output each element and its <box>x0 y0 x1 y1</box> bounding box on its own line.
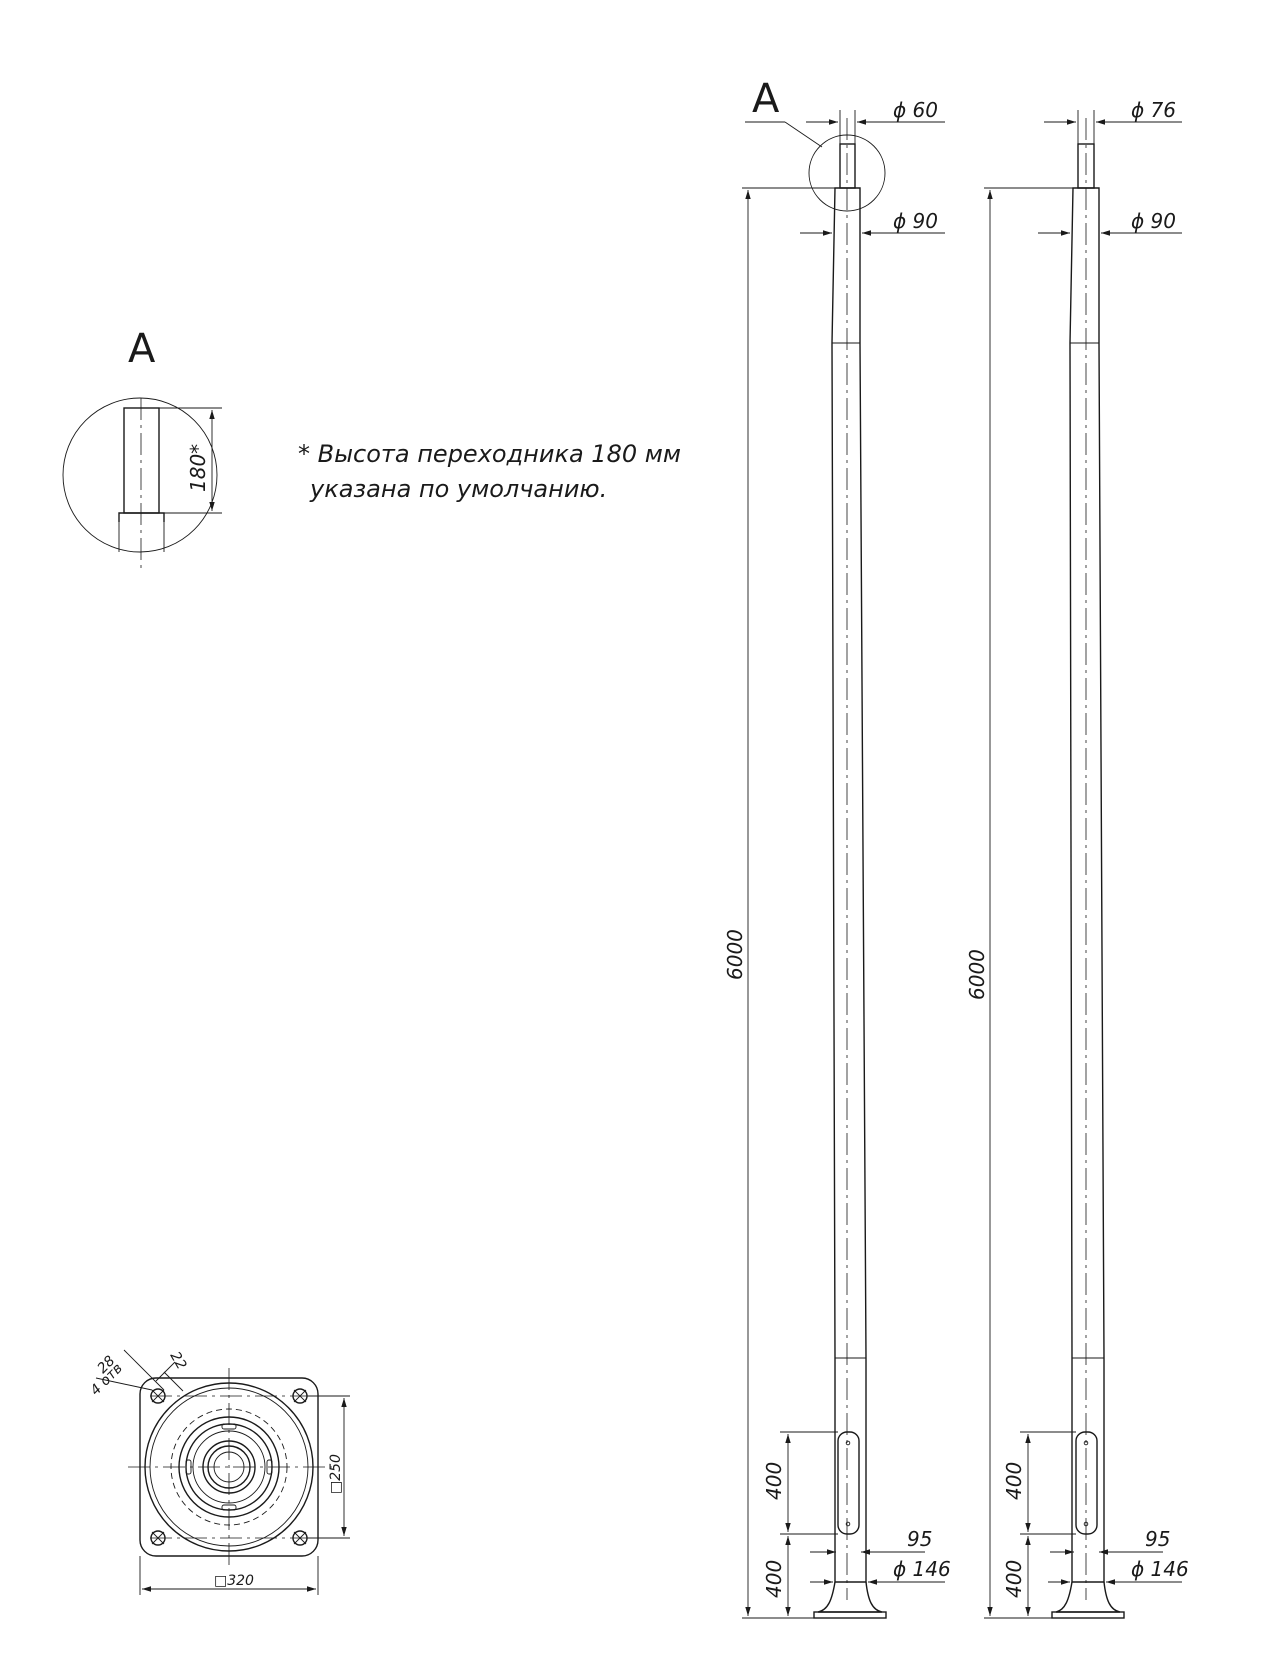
pole-2-hatch-height: 400 <box>1002 1462 1026 1500</box>
pole-1-service-hatch <box>837 1431 860 1535</box>
pole-2-mid-diameter: ϕ 90 <box>1131 209 1176 233</box>
pole-1-base-height: 400 <box>762 1560 786 1598</box>
callout-a-label: A <box>752 76 780 122</box>
pole-1-hatch-height: 400 <box>762 1462 786 1500</box>
pole-2-base-flange <box>1055 1581 1121 1613</box>
pole-1-height: 6000 <box>723 929 747 980</box>
pole-1: A ϕ 60 ϕ 90 6000 <box>723 76 951 1619</box>
pole-1-top-diameter: ϕ 60 <box>893 98 938 122</box>
pole-2-height: 6000 <box>965 949 989 1000</box>
pole-2-top-diameter: ϕ 76 <box>1131 98 1176 122</box>
pole-2-base-height: 400 <box>1002 1560 1026 1598</box>
detail-pole-top <box>118 512 165 522</box>
detail-adapter-tube <box>123 407 160 514</box>
pole-2-bottom-diameter: ϕ 146 <box>1131 1557 1189 1581</box>
pole-1-hatch-width: 95 <box>907 1527 932 1551</box>
flange-plate-size: □320 <box>214 1573 254 1589</box>
flange-hole-offset: 22 <box>167 1349 190 1373</box>
pole-1-mid-diameter: ϕ 90 <box>893 209 938 233</box>
detail-a-circle <box>62 397 218 553</box>
adapter-height-label: 180* <box>186 444 210 492</box>
base-flange-plan: 28 4 отв 22 □250 □320 <box>88 1349 350 1595</box>
pole-1-base-flange <box>817 1581 883 1613</box>
pole-1-bottom-diameter: ϕ 146 <box>893 1557 951 1581</box>
pole-1-shaft <box>831 187 867 1583</box>
detail-a: A 180* <box>62 326 222 568</box>
flange-bolt-spacing: □250 <box>328 1454 344 1494</box>
default-height-note: * Высота переходника 180 мм указана по у… <box>298 440 681 503</box>
pole-2-hatch-width: 95 <box>1145 1527 1170 1551</box>
note-line-1: * Высота переходника 180 мм <box>298 440 681 468</box>
pole-1-adapter <box>839 143 856 189</box>
pole-2-shaft <box>1069 187 1105 1583</box>
detail-a-label: A <box>128 326 156 372</box>
pole-2-service-hatch <box>1075 1431 1098 1535</box>
note-line-2: указана по умолчанию. <box>309 475 607 503</box>
pole-2: ϕ 76 ϕ 90 6000 400 400 95 ϕ 146 <box>965 98 1189 1619</box>
